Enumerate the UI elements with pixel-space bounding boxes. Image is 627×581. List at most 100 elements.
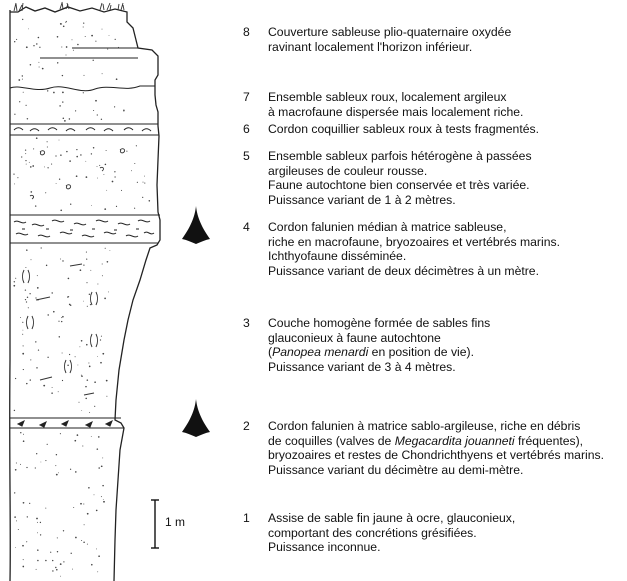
unit-description-line: Ensemble sableux parfois hétérogène à pa… (268, 149, 623, 164)
sand-dot (47, 90, 49, 92)
sand-dot (82, 26, 84, 28)
sand-dot (18, 79, 21, 81)
sand-dot (22, 544, 24, 547)
sand-dot (62, 91, 64, 94)
sand-dot (144, 175, 145, 177)
unit-description-line: bryozoaires et restes de Chondrichthyens… (268, 448, 623, 463)
column-left-edge (9, 9, 11, 581)
sand-dot (85, 385, 87, 388)
unit-description-line: Cordon falunien à matrice sablo-argileus… (268, 419, 623, 434)
boundary-8-7 (9, 85, 155, 92)
sand-dot (56, 568, 58, 571)
sand-dot (14, 547, 16, 549)
sand-dot (37, 532, 38, 534)
sand-dot (29, 293, 31, 295)
taxon-name: Megacardita jouanneti (394, 433, 515, 448)
sand-dot (59, 575, 61, 577)
sand-dot (25, 267, 27, 268)
sand-dot (22, 91, 24, 93)
sand-dot (26, 118, 29, 120)
unit-description-line: Puissance variant de deux décimètres à u… (268, 264, 623, 279)
sand-dot (102, 498, 104, 500)
sand-dot (142, 181, 144, 183)
sand-dot (58, 320, 60, 322)
sand-dot (16, 520, 17, 522)
sand-dot (76, 148, 78, 151)
sand-dot (20, 463, 21, 465)
bed-5-shell-symbols (29, 148, 126, 200)
sand-dot (22, 321, 24, 323)
unit-description: Cordon coquillier sableux roux à tests f… (268, 122, 623, 137)
bed-3-burrow-symbols (22, 263, 98, 396)
sand-dot (62, 315, 64, 318)
unit-description-line: Cordon falunien médian à matrice sableus… (268, 220, 623, 235)
sand-dot (85, 251, 87, 253)
sand-dot (38, 66, 40, 68)
sand-dot (65, 20, 67, 22)
sand-dot (55, 465, 57, 467)
unit-description-line: Puissance variant de 3 à 4 mètres. (268, 360, 623, 375)
sand-dot (35, 297, 37, 299)
sand-dot (24, 289, 27, 291)
sand-dot (22, 18, 24, 21)
sand-dot (95, 509, 98, 512)
sand-dot (142, 196, 144, 199)
sand-dot (104, 247, 106, 249)
sand-dot (93, 109, 95, 112)
sand-dot (101, 263, 103, 265)
sand-dot (106, 260, 109, 263)
sand-dot (74, 439, 77, 442)
sand-dot (36, 43, 38, 45)
sand-dot (75, 175, 78, 178)
sand-dot (90, 269, 92, 271)
sand-dot (47, 356, 49, 358)
sand-dot (62, 117, 65, 119)
unit-description-line: Ichthyofaune disséminée. (268, 249, 623, 264)
sand-dot (100, 335, 102, 337)
sand-dot (22, 368, 24, 371)
text-segment: Puissance variant de 3 à 4 mètres. (268, 359, 456, 374)
sand-dot (90, 436, 92, 437)
sand-dot (135, 145, 137, 147)
text-segment: à macrofaune dispersée mais localement r… (268, 104, 524, 119)
sand-dot (47, 167, 49, 169)
sand-dot (27, 307, 29, 309)
sand-dot (36, 517, 38, 520)
sand-dot (51, 387, 53, 389)
sand-dot (70, 552, 72, 554)
sand-dot (56, 551, 59, 553)
sand-dot (39, 534, 42, 536)
sand-dot (83, 524, 85, 526)
text-segment: Couverture sableuse plio-quaternaire oxy… (268, 25, 512, 39)
sand-dot (59, 258, 61, 260)
bed-2-band (10, 417, 124, 429)
unit-number: 7 (243, 90, 250, 104)
sand-dot (83, 541, 85, 543)
sand-dot (78, 401, 80, 403)
sand-dot (58, 336, 61, 338)
sand-dot (96, 165, 98, 167)
sand-dot (72, 49, 74, 51)
sand-dot (34, 205, 37, 207)
sand-dot (60, 154, 62, 156)
sand-dot (26, 516, 28, 518)
sand-dot (36, 453, 38, 455)
sand-dot (93, 494, 95, 496)
unit-description-line: de coquilles (valves de Megacardita joua… (268, 434, 623, 449)
bed-6-band (10, 123, 159, 136)
sand-dot (100, 465, 103, 468)
sand-dot (21, 78, 23, 80)
sand-dot (68, 303, 71, 306)
sand-dot (117, 46, 120, 48)
sand-dot (96, 548, 97, 550)
text-segment: Cordon falunien médian à matrice sableus… (268, 220, 507, 234)
sand-dot (58, 178, 61, 180)
sand-dot (84, 36, 86, 37)
sand-dot (88, 293, 91, 296)
sand-dot (104, 208, 107, 210)
sand-dot (86, 343, 88, 346)
sand-dot (105, 150, 107, 151)
sand-dot (81, 539, 83, 542)
unit-description-line: argileuses de couleur rousse. (268, 164, 623, 179)
